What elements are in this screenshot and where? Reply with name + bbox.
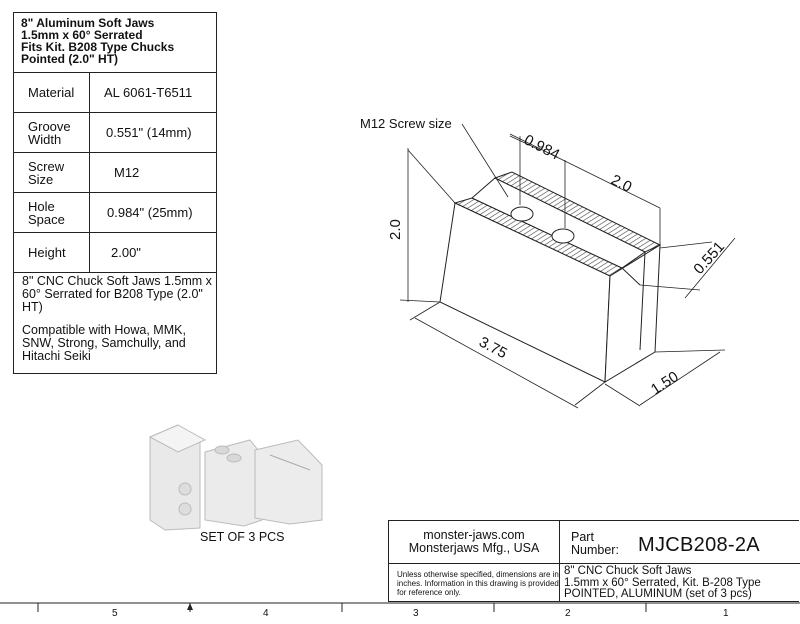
spec-note: 8" CNC Chuck Soft Jaws 1.5mm x 60° Serra… — [22, 274, 212, 314]
company-info: monster-jaws.com Monsterjaws Mfg., USA — [389, 521, 560, 564]
dim-length: 3.75 — [476, 334, 510, 363]
jaw-body — [439, 171, 662, 383]
spec-label-text: Material — [28, 85, 75, 100]
spec-value: 0.984" (25mm) — [107, 205, 193, 220]
spec-value: M12 — [114, 165, 140, 180]
spec-value: AL 6061-T6511 — [104, 85, 193, 100]
spec-title-line: Fits Kit. B208 Type Chucks — [21, 40, 175, 54]
spec-label-text: Hole — [28, 198, 55, 214]
screw-size-label: M12 Screw size — [360, 116, 452, 131]
spec-label-text: Width — [28, 131, 62, 147]
spec-title-line: 8" Aluminum Soft Jaws — [21, 16, 155, 30]
spec-label: Material — [14, 73, 90, 112]
zone-label: 4 — [263, 608, 269, 619]
part-label: Part Number: — [571, 531, 619, 557]
spec-title-line: Pointed (2.0" HT) — [21, 52, 119, 66]
zone-label: 3 — [413, 608, 419, 619]
disclaimer: Unless otherwise specified, dimensions a… — [389, 564, 560, 602]
description-line: 8" CNC Chuck Soft Jaws — [564, 565, 692, 577]
spec-label-text: Height — [28, 245, 66, 260]
part-number-cell: Part Number: MJCB208-2A — [560, 521, 800, 564]
description-line: 1.5mm x 60° Serrated, Kit. B-208 Type — [564, 576, 761, 589]
part-description: 8" CNC Chuck Soft Jaws 1.5mm x 60° Serra… — [560, 564, 800, 602]
spec-value: 0.551" (14mm) — [106, 125, 192, 140]
company-name: Monsterjaws Mfg., USA — [408, 541, 540, 555]
spec-table: 8" Aluminum Soft Jaws 1.5mm x 60° Serrat… — [13, 12, 217, 374]
jaw-set-illustration — [148, 424, 323, 531]
dim-hole-space: 0.984 — [521, 131, 562, 163]
company-url: monster-jaws.com — [423, 528, 525, 542]
title-block: monster-jaws.com Monsterjaws Mfg., USA P… — [388, 520, 800, 602]
spec-row-material: Material AL 6061-T6511 — [14, 73, 216, 113]
spec-notes: 8" CNC Chuck Soft Jaws 1.5mm x 60° Serra… — [22, 275, 218, 373]
spec-label: Height — [14, 233, 90, 272]
dim-groove-width: 0.551 — [690, 238, 728, 277]
set-caption: SET OF 3 PCS — [200, 530, 285, 544]
dim-top-length: 2.0 — [608, 171, 634, 196]
spec-row-height: Height 2.00" — [14, 233, 216, 273]
spec-label-text: Groove — [28, 118, 71, 134]
spec-title: 8" Aluminum Soft Jaws 1.5mm x 60° Serrat… — [14, 13, 216, 73]
part-label-line: Number: — [571, 543, 619, 557]
dim-width: 1.50 — [648, 368, 682, 398]
zone-label: 2 — [565, 608, 571, 619]
description-line: POINTED, ALUMINUM (set of 3 pcs) — [564, 588, 752, 600]
spec-note: Compatible with Howa, MMK, SNW, Strong, … — [22, 323, 186, 363]
part-label-line: Part — [571, 530, 594, 544]
spec-label-text: Size — [28, 171, 54, 187]
dim-height: 2.0 — [387, 219, 404, 240]
spec-title-line: 1.5mm x 60° Serrated — [21, 28, 143, 42]
dimension-lines — [399, 123, 736, 409]
spec-label-text: Space — [28, 211, 65, 227]
zone-label: 1 — [723, 608, 729, 619]
spec-value: 2.00" — [111, 245, 141, 260]
spec-label-text: Screw — [28, 158, 65, 174]
part-number: MJCB208-2A — [638, 534, 760, 556]
zone-label: 5 — [112, 608, 118, 619]
